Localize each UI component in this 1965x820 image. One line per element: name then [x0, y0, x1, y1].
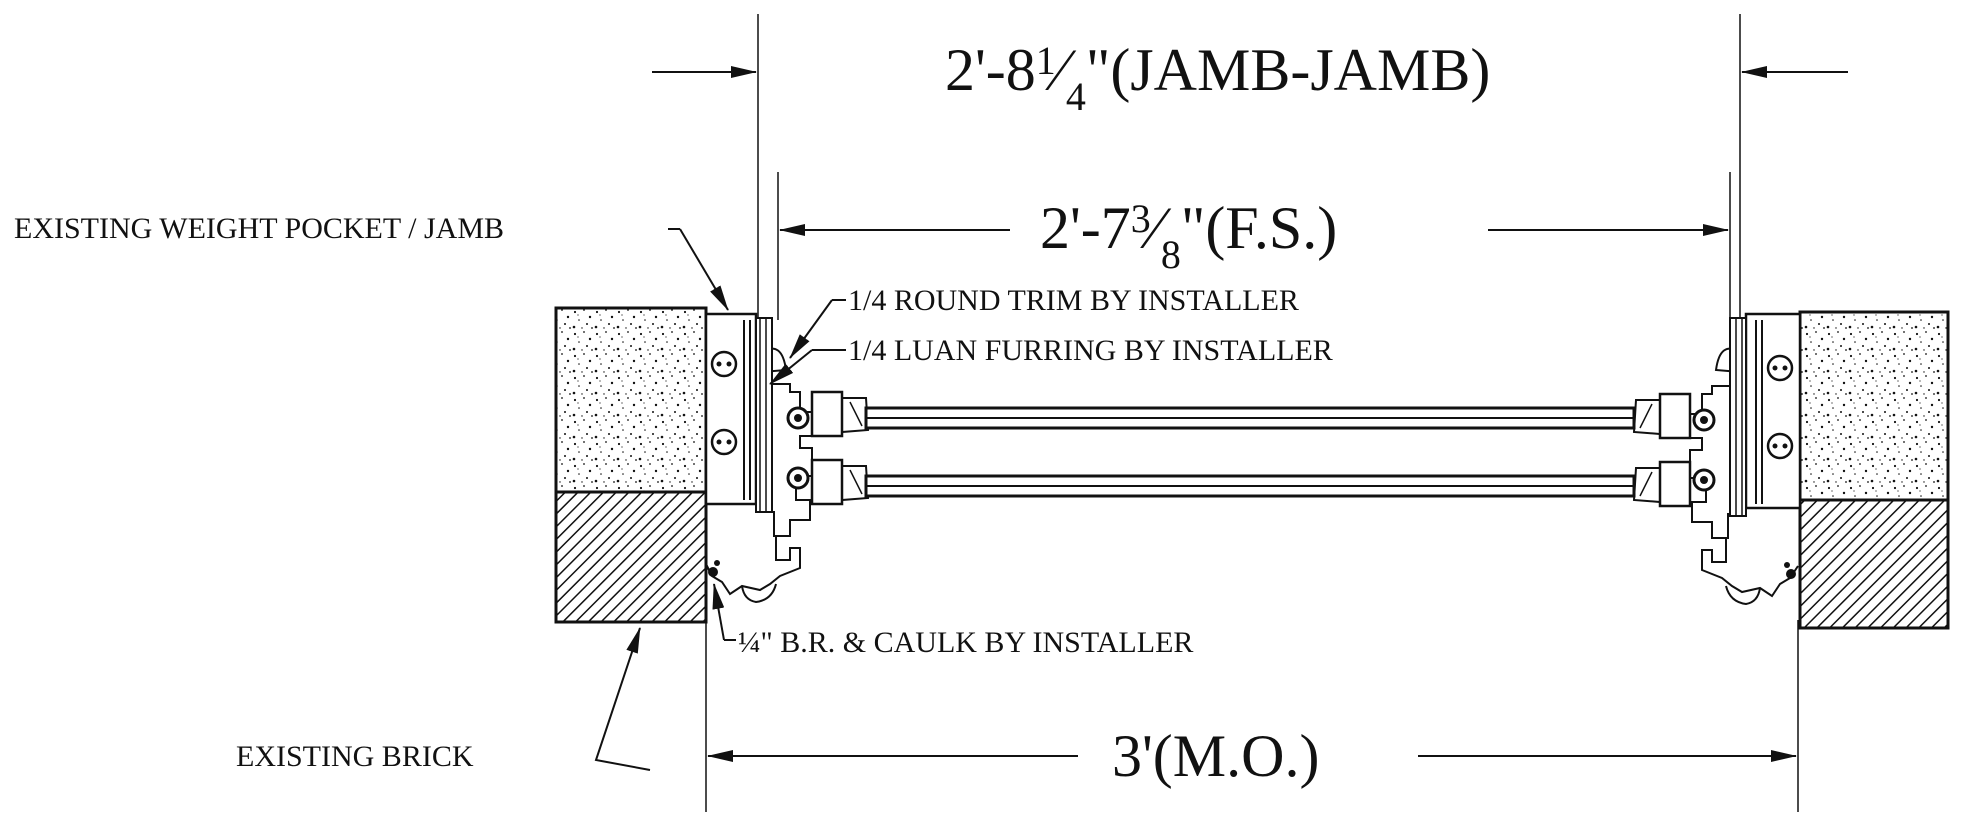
- frame-size-main: 2'-7: [1040, 195, 1131, 261]
- left-wall: [554, 306, 708, 624]
- callout-brick-mould: ¼" B.R. & CAULK BY INSTALLER: [712, 583, 1193, 659]
- left-concrete-block: [554, 306, 708, 494]
- left-luan-furring: [755, 317, 773, 513]
- right-concrete-block: [1798, 310, 1950, 502]
- luan-furring-label: 1/4 LUAN FURRING BY INSTALLER: [848, 334, 1333, 367]
- right-upper-sash-profile: [1632, 392, 1716, 440]
- jamb-jamb-denominator: 4: [1066, 74, 1086, 119]
- right-screw-lower: [1766, 432, 1794, 460]
- jamb-jamb-label: 2'-81⁄4"(JAMB-JAMB): [945, 37, 1490, 119]
- left-jamb-assembly: [704, 312, 870, 604]
- existing-brick-label: EXISTING BRICK: [236, 740, 474, 773]
- left-caulk-bead: [708, 567, 718, 577]
- glazing-lines: [864, 406, 1636, 498]
- callout-luan-furring: 1/4 LUAN FURRING BY INSTALLER: [769, 334, 1333, 385]
- weight-pocket-label: EXISTING WEIGHT POCKET / JAMB: [14, 212, 504, 245]
- left-screw-lower: [710, 428, 738, 456]
- round-trim-label: 1/4 ROUND TRIM BY INSTALLER: [848, 284, 1299, 317]
- left-lower-sash-profile: [786, 458, 870, 506]
- left-screw-upper: [710, 350, 738, 378]
- right-caulk-bead: [1786, 569, 1796, 579]
- left-exterior-trim: [705, 536, 801, 596]
- callout-weight-pocket: EXISTING WEIGHT POCKET / JAMB: [14, 212, 729, 311]
- jamb-jamb-suffix: "(JAMB-JAMB): [1086, 37, 1491, 103]
- masonry-opening-label: 3'(M.O.): [1112, 723, 1319, 789]
- callout-round-trim: 1/4 ROUND TRIM BY INSTALLER: [789, 284, 1299, 359]
- dimension-masonry-opening: 3'(M.O.): [705, 620, 1799, 812]
- left-weight-pocket: [704, 312, 758, 506]
- left-upper-sash-profile: [786, 390, 870, 438]
- right-brick-block: [1798, 498, 1950, 630]
- frame-size-numerator: 3: [1131, 196, 1151, 241]
- right-screw-upper: [1766, 354, 1794, 382]
- right-frame-profile: [1689, 385, 1731, 539]
- left-frame-profile: [771, 383, 813, 537]
- right-weight-pocket: [1744, 312, 1802, 510]
- frame-size-suffix: "(F.S.): [1181, 195, 1337, 261]
- jamb-jamb-main: 2'-8: [945, 37, 1036, 103]
- left-brick-block: [554, 490, 708, 624]
- dimension-jamb-jamb: 2'-81⁄4"(JAMB-JAMB): [652, 14, 1848, 318]
- frame-size-denominator: 8: [1161, 232, 1181, 277]
- jamb-jamb-numerator: 1: [1036, 38, 1056, 83]
- right-wall: [1798, 310, 1950, 630]
- callout-existing-brick: EXISTING BRICK: [236, 627, 651, 773]
- frame-size-label: 2'-73⁄8"(F.S.): [1040, 195, 1337, 277]
- right-jamb-assembly: [1632, 312, 1802, 606]
- right-exterior-trim: [1701, 538, 1799, 598]
- dimension-frame-size: 2'-73⁄8"(F.S.): [777, 172, 1731, 320]
- right-luan-furring: [1729, 317, 1747, 517]
- right-lower-sash-profile: [1632, 460, 1716, 508]
- brick-mould-label: ¼" B.R. & CAULK BY INSTALLER: [738, 626, 1193, 659]
